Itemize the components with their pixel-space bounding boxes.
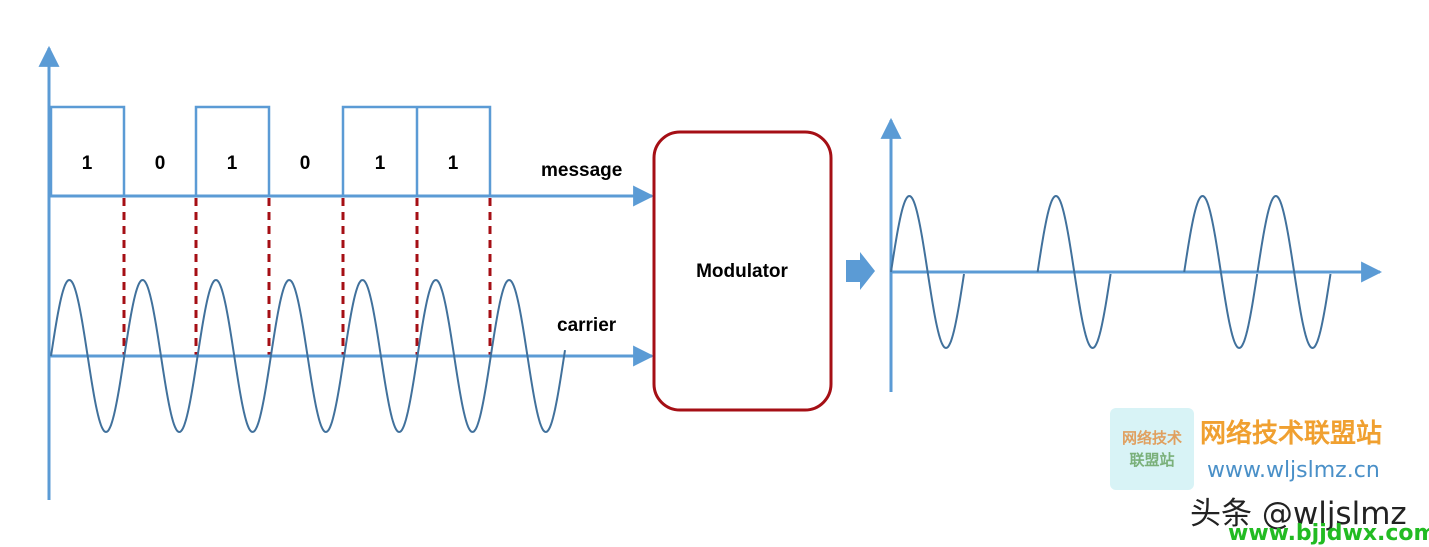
carrier-label: carrier: [557, 315, 617, 336]
watermark-site-name: 网络技术联盟站: [1200, 418, 1382, 449]
carrier-sine-wave: [50, 278, 566, 434]
bit-label: 1: [448, 153, 459, 174]
watermark-overlay-url: www.bjjdwx.com: [1228, 521, 1429, 546]
bit-boundary-dashes: [122, 198, 492, 356]
watermark-site-url: www.wljslmz.cn: [1207, 458, 1380, 483]
bit-label: 1: [82, 153, 93, 174]
watermark-logo-line2: 联盟站: [1129, 451, 1174, 469]
modulator-block: [652, 130, 833, 412]
modulator-label: Modulator: [696, 261, 788, 282]
ask-output-wave: [890, 194, 1332, 350]
bit-label: 1: [375, 153, 386, 174]
watermark-logo-line1: 网络技术: [1122, 429, 1182, 447]
bit-label: 0: [300, 153, 311, 174]
output-arrow-icon: [846, 252, 875, 290]
watermark-logo-box: [1110, 408, 1194, 490]
message-square-wave: [49, 105, 492, 198]
bit-label: 0: [155, 153, 166, 174]
message-label: message: [541, 160, 622, 181]
bit-label: 1: [227, 153, 238, 174]
watermark-handle: 头条 @wljslmz: [1190, 496, 1407, 532]
